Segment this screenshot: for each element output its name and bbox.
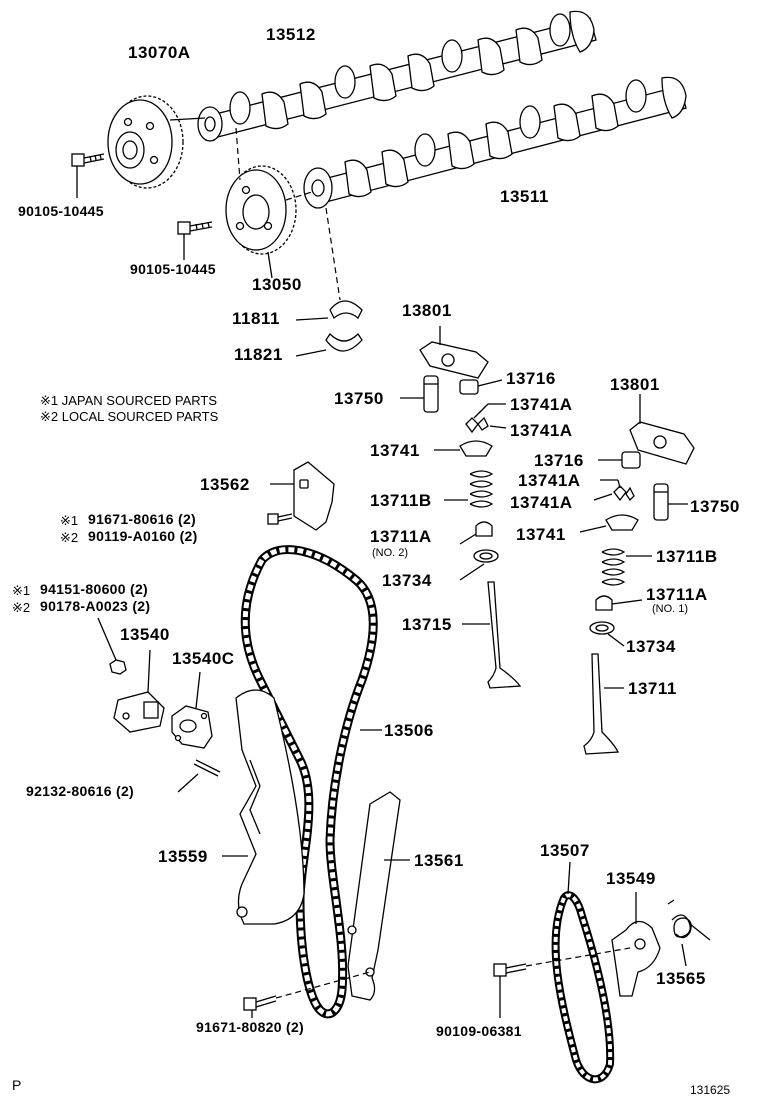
bolt-91671-80616 bbox=[267, 513, 293, 525]
camshaft-13511 bbox=[303, 76, 687, 209]
label-13511: 13511 bbox=[500, 187, 549, 206]
rocker-arm-13801-a bbox=[419, 341, 489, 379]
retainer-13741-b bbox=[605, 514, 639, 531]
label-91671-80820: 91671-80820 (2) bbox=[196, 1019, 305, 1035]
mark-1-a: ※1 bbox=[60, 513, 79, 528]
label-91671-80616: 91671-80616 (2) bbox=[88, 511, 197, 527]
label-13507: 13507 bbox=[540, 841, 590, 860]
label-13711A-a: 13711A bbox=[370, 527, 432, 546]
label-13565: 13565 bbox=[656, 969, 706, 988]
camshaft-13512 bbox=[197, 10, 597, 142]
corner-letter: P bbox=[12, 1077, 22, 1093]
label-13750-a: 13750 bbox=[334, 389, 384, 408]
label-13750-b: 13750 bbox=[690, 497, 740, 516]
bearing-11811 bbox=[329, 300, 363, 320]
label-13070A: 13070A bbox=[128, 43, 191, 62]
label-90105-a: 90105-10445 bbox=[18, 203, 104, 219]
bolt-90105-b bbox=[177, 221, 213, 235]
keepers-13741A-a bbox=[465, 416, 489, 434]
label-13741A-b: 13741A bbox=[510, 421, 573, 440]
label-13711A-b-note: (NO. 1) bbox=[652, 603, 689, 615]
cap-13716-a bbox=[459, 379, 479, 395]
label-13734-b: 13734 bbox=[626, 637, 676, 656]
chain-tensioner-13549 bbox=[611, 920, 661, 997]
cam-timing-gear-13050 bbox=[225, 165, 297, 255]
label-13716-a: 13716 bbox=[506, 369, 556, 388]
label-13801-a: 13801 bbox=[402, 301, 452, 320]
seat-13711A-a bbox=[475, 521, 493, 537]
chain-guide-13561 bbox=[347, 791, 401, 1001]
figure-number: 131625 bbox=[690, 1083, 731, 1097]
label-13562: 13562 bbox=[200, 475, 250, 494]
label-13801-b: 13801 bbox=[610, 375, 660, 394]
label-11811: 11811 bbox=[232, 309, 280, 328]
spring-13711B-a bbox=[469, 470, 494, 508]
label-13559: 13559 bbox=[158, 847, 208, 866]
timing-chain-13506 bbox=[240, 545, 378, 1019]
label-90178: 90178-A0023 (2) bbox=[40, 598, 151, 614]
label-13711A-a-note: (NO. 2) bbox=[372, 547, 409, 559]
tensioner-arm-13559 bbox=[235, 689, 305, 925]
bolt-91671-80820 bbox=[243, 995, 277, 1011]
spring-13711B-b bbox=[601, 548, 626, 586]
oil-seal-13734-a bbox=[473, 549, 499, 563]
note-local-sourced: ※2 LOCAL SOURCED PARTS bbox=[40, 409, 219, 424]
label-13506: 13506 bbox=[384, 721, 434, 740]
label-11821: 11821 bbox=[234, 345, 283, 364]
label-13512: 13512 bbox=[266, 25, 316, 44]
label-13741A-c: 13741A bbox=[518, 471, 581, 490]
label-13540C: 13540C bbox=[172, 649, 235, 668]
label-13716-b: 13716 bbox=[534, 451, 584, 470]
keepers-13741A-b bbox=[613, 485, 635, 502]
chain-13507 bbox=[551, 891, 615, 1084]
label-13050: 13050 bbox=[252, 275, 302, 294]
label-13711: 13711 bbox=[628, 679, 677, 698]
label-92132: 92132-80616 (2) bbox=[26, 783, 135, 799]
stud-92132 bbox=[193, 759, 221, 777]
bolt-90109 bbox=[493, 963, 527, 977]
label-13741-a: 13741 bbox=[370, 441, 420, 460]
label-13561: 13561 bbox=[414, 851, 464, 870]
lash-adjuster-13750-b bbox=[653, 483, 669, 521]
label-13711B-a: 13711B bbox=[370, 491, 432, 510]
label-13741A-d: 13741A bbox=[510, 493, 573, 512]
label-13549: 13549 bbox=[606, 869, 656, 888]
mark-2-b: ※2 bbox=[12, 600, 31, 615]
mark-2-a: ※2 bbox=[60, 530, 79, 545]
bolt-90105-a bbox=[71, 153, 105, 167]
label-90119: 90119-A0160 (2) bbox=[88, 528, 198, 544]
cam-timing-gear-13070A bbox=[107, 95, 184, 189]
lash-adjuster-13750-a bbox=[423, 375, 439, 413]
gasket-13540C bbox=[171, 705, 213, 749]
valve-13715 bbox=[487, 581, 522, 689]
cap-13716-b bbox=[621, 451, 641, 469]
valve-13711 bbox=[583, 653, 620, 755]
retainer-13741-a bbox=[459, 440, 493, 457]
label-94151: 94151-80600 (2) bbox=[40, 581, 149, 597]
label-13711A-b: 13711A bbox=[646, 585, 708, 604]
label-90105-b: 90105-10445 bbox=[130, 261, 216, 277]
bearing-11821 bbox=[325, 332, 363, 352]
label-13715: 13715 bbox=[402, 615, 452, 634]
label-13741A-a: 13741A bbox=[510, 395, 573, 414]
bolt-94151 bbox=[109, 659, 127, 675]
seat-13711A-b bbox=[595, 595, 613, 611]
spring-13565 bbox=[667, 899, 711, 941]
note-japan-sourced: ※1 JAPAN SOURCED PARTS bbox=[40, 393, 218, 408]
label-13741-b: 13741 bbox=[516, 525, 566, 544]
label-13734-a: 13734 bbox=[382, 571, 432, 590]
label-13711B-b: 13711B bbox=[656, 547, 718, 566]
chain-guide-13562 bbox=[293, 461, 335, 531]
mark-1-b: ※1 bbox=[12, 583, 31, 598]
chain-tensioner-13540 bbox=[113, 691, 165, 733]
label-90109: 90109-06381 bbox=[436, 1023, 522, 1039]
oil-seal-13734-b bbox=[589, 621, 615, 635]
label-13540: 13540 bbox=[120, 625, 170, 644]
